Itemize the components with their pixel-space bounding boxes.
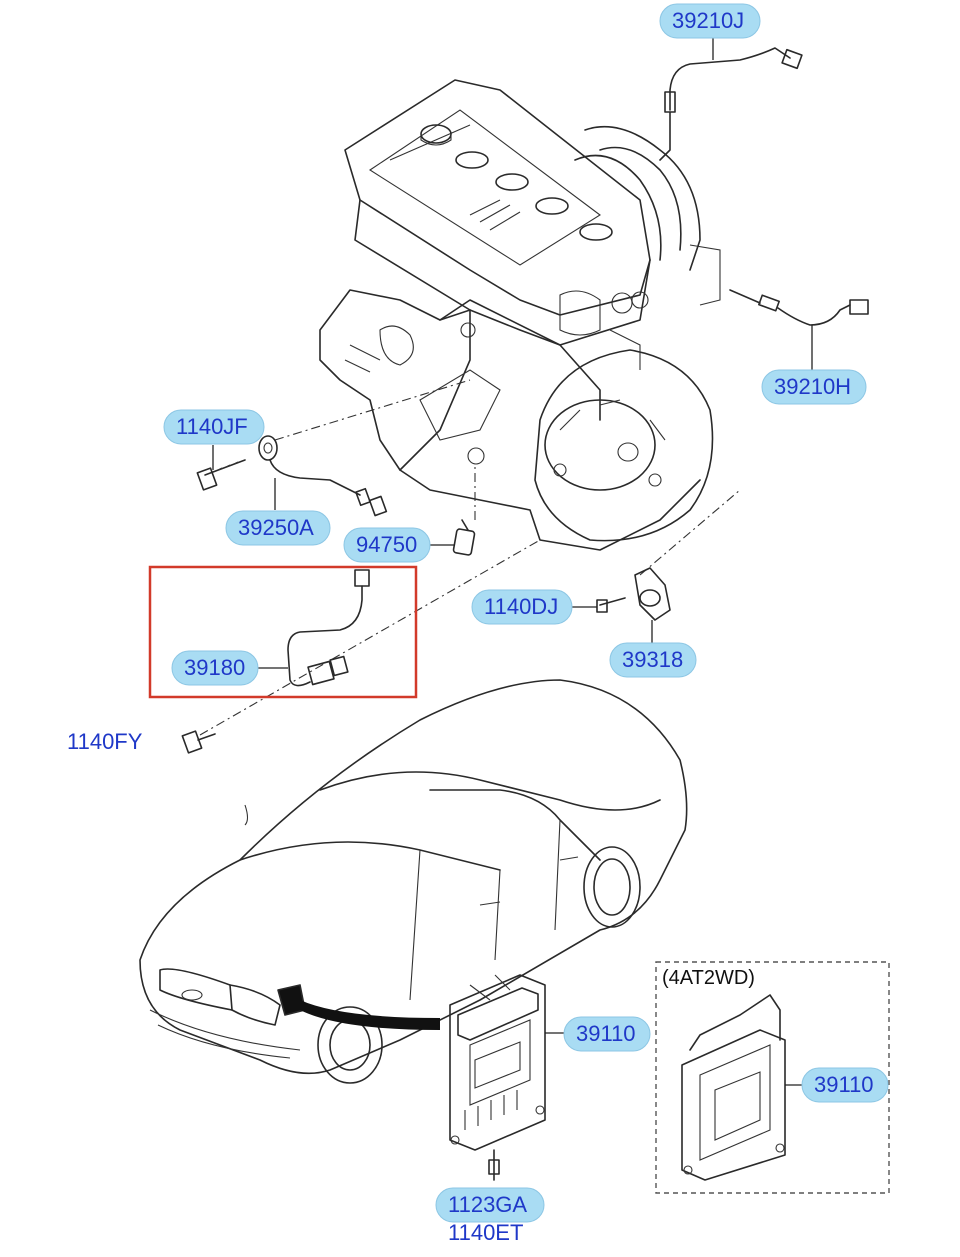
label-39110-alt: 39110 [801,1067,889,1103]
svg-text:39180: 39180 [184,655,245,680]
svg-text:94750: 94750 [356,532,417,557]
label-1140dj: 1140DJ [471,589,573,625]
engine-control-unit-alt [681,994,803,1181]
svg-text:39250A: 39250A [238,515,314,540]
oxygen-sensor-upstream [659,36,803,161]
camshaft-position-sensor [634,489,741,645]
knock-sensor [258,379,471,517]
label-39210h: 39210H [761,369,867,405]
engine-block [319,79,721,551]
variant-caption: (4AT2WD) [662,967,755,989]
svg-text:39318: 39318 [622,647,683,672]
highlight-box [148,565,418,699]
oxygen-sensor-downstream [729,289,869,372]
crankshaft-position-sensor [199,539,541,736]
label-39180: 39180 [171,650,259,686]
label-39110-main: 39110 [563,1016,651,1052]
label-1140et: 1140ET [448,1220,523,1245]
label-1123ga: 1123GA [435,1187,545,1223]
bolt-1140fy [181,730,216,754]
svg-text:1140DJ: 1140DJ [484,594,558,619]
engine-control-unit [449,974,566,1181]
label-39210j: 39210J [659,3,761,39]
bolt-1140jf [196,445,246,491]
svg-text:39210H: 39210H [774,374,851,399]
svg-text:39110: 39110 [814,1072,874,1097]
label-39318: 39318 [609,642,697,678]
svg-text:1140JF: 1140JF [176,414,248,439]
label-94750: 94750 [343,527,431,563]
variant-box [655,961,890,1194]
svg-text:1123GA: 1123GA [448,1192,527,1217]
label-39250a: 39250A [225,510,331,546]
bolt-1140dj [570,597,626,613]
label-1140fy: 1140FY [67,729,143,754]
label-1140jf: 1140JF [163,409,265,445]
svg-text:39210J: 39210J [672,8,744,33]
vehicle-outline [139,679,688,1084]
oil-pressure-switch [430,465,476,556]
svg-text:39110: 39110 [576,1021,636,1046]
